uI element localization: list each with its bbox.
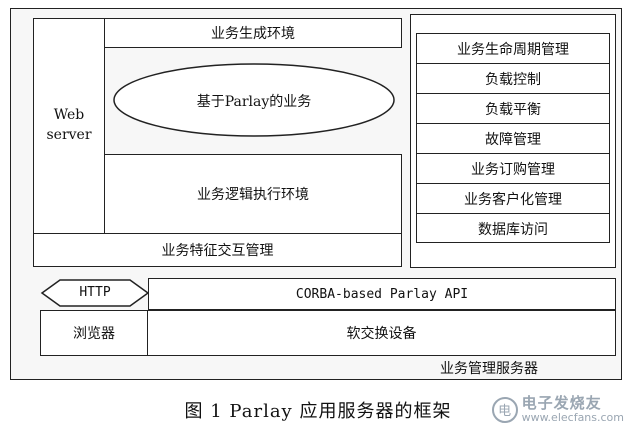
corba-api-box: CORBA-based Parlay API — [148, 278, 616, 310]
softswitch-box: 软交换设备 — [147, 310, 616, 356]
list-item-lifecycle: 业务生命周期管理 — [417, 34, 609, 64]
list-item-fault-mgmt: 故障管理 — [417, 124, 609, 154]
list-item-subscription-mgmt: 业务订购管理 — [417, 154, 609, 184]
service-generation-env-box: 业务生成环境 — [104, 18, 402, 48]
watermark: 电 电子发烧友 www.elecfans.com — [491, 394, 624, 424]
list-item-database-access: 数据库访问 — [478, 222, 548, 238]
web-server-box: Web server — [33, 18, 105, 234]
watermark-url: www.elecfans.com — [521, 410, 624, 424]
http-label: HTTP — [79, 285, 111, 300]
browser-label: 浏览器 — [73, 326, 115, 342]
service-generation-env-label: 业务生成环境 — [211, 26, 295, 42]
list-item-load-balance: 负载平衡 — [417, 94, 609, 124]
service-mgmt-server-label: 业务管理服务器 — [440, 361, 538, 377]
service-interaction-mgmt-box: 业务特征交互管理 — [33, 233, 402, 267]
watermark-name: 电子发烧友 — [521, 394, 602, 412]
service-interaction-mgmt-label: 业务特征交互管理 — [161, 243, 274, 259]
browser-box: 浏览器 — [40, 310, 148, 356]
service-management-list: 业务生命周期管理 负载控制 负载平衡 故障管理 业务订购管理 业务客户化管理 数… — [416, 33, 610, 243]
service-logic-env-label: 业务逻辑执行环境 — [197, 187, 309, 203]
list-item-customization-mgmt: 业务客户化管理 — [417, 184, 609, 214]
softswitch-label: 软交换设备 — [346, 326, 417, 342]
figure-caption: 图 1 Parlay 应用服务器的框架 — [184, 401, 452, 422]
parlay-service-ellipse — [113, 63, 395, 137]
web-server-label-line2: server — [46, 127, 92, 143]
corba-api-label: CORBA-based Parlay API — [295, 286, 469, 302]
list-item-load-control: 负载控制 — [417, 64, 609, 94]
elecfans-logo-icon: 电 — [491, 396, 518, 423]
parlay-service-label: 基于Parlay的业务 — [196, 94, 312, 110]
web-server-label-line1: Web — [53, 107, 85, 124]
